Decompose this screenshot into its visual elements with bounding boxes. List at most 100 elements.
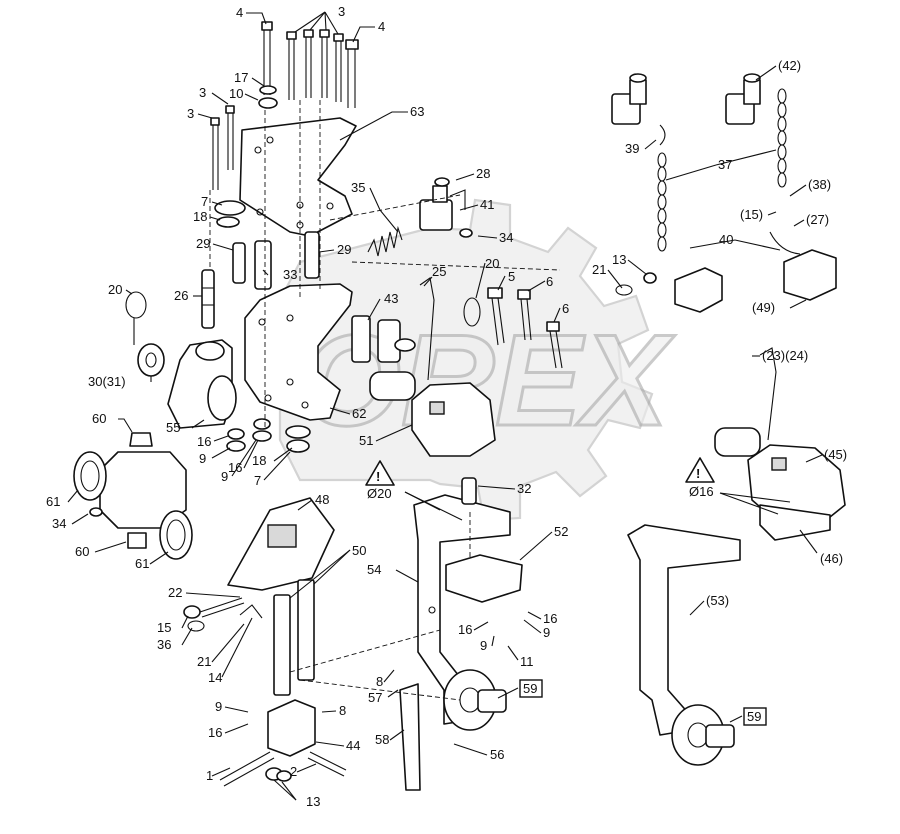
warning-triangle-1: ! xyxy=(365,460,395,486)
callout-label: 33 xyxy=(283,267,297,282)
warning-triangle-2: ! xyxy=(685,457,715,483)
callout-label: 3 xyxy=(187,106,194,121)
assembly-lines xyxy=(209,100,561,701)
callout-label: 55 xyxy=(166,420,180,435)
callout-label: 3 xyxy=(338,4,345,19)
callout-label: (27) xyxy=(806,212,829,227)
pin-group xyxy=(183,597,263,632)
callout-label: 43 xyxy=(384,291,398,306)
callout-label: 11 xyxy=(520,654,534,669)
top-bolts xyxy=(210,21,359,190)
callout-label: (42) xyxy=(778,58,801,73)
callout-label: (46) xyxy=(820,551,843,566)
callout-label: 9 xyxy=(221,469,228,484)
callout-label: 9 xyxy=(480,638,487,653)
callout-label: 56 xyxy=(490,747,504,762)
svg-text:!: ! xyxy=(696,466,700,481)
callout-label: 34 xyxy=(52,516,66,531)
callout-label: 32 xyxy=(517,481,531,496)
callout-label: 8 xyxy=(339,703,346,718)
warning-diameter-20: Ø20 xyxy=(367,486,392,501)
spacers-and-washers xyxy=(201,200,320,329)
callout-label: 36 xyxy=(157,637,171,652)
callout-label: 22 xyxy=(168,585,182,600)
callout-label: 4 xyxy=(378,19,385,34)
callout-label: 60 xyxy=(92,411,106,426)
bracket-54 xyxy=(399,477,523,791)
bracket-48 xyxy=(219,497,347,787)
callout-label: 20 xyxy=(485,256,499,271)
boxed-callout-59-right: 59 xyxy=(743,707,767,726)
callout-label: 10 xyxy=(229,86,243,101)
svg-text:!: ! xyxy=(376,469,380,484)
hub-left xyxy=(443,669,507,731)
callout-label: 17 xyxy=(234,70,248,85)
callout-label: 29 xyxy=(337,242,351,257)
spring-and-latch xyxy=(367,177,473,257)
callout-label: 9 xyxy=(215,699,222,714)
callout-label: 7 xyxy=(254,473,261,488)
callout-label: 4 xyxy=(236,5,243,20)
callout-label: 16 xyxy=(228,460,242,475)
callout-label: 52 xyxy=(554,524,568,539)
callout-label: 60 xyxy=(75,544,89,559)
boxed-callout-label: 59 xyxy=(523,681,537,696)
boxed-callout-label: 59 xyxy=(747,709,761,724)
callout-label: 26 xyxy=(174,288,188,303)
callout-label: 5 xyxy=(508,269,515,284)
callout-label: 8 xyxy=(376,674,383,689)
callout-label: 13 xyxy=(612,252,626,267)
boxed-callout-59-left: 59 xyxy=(519,679,543,698)
callout-label: 6 xyxy=(562,301,569,316)
callout-label: 16 xyxy=(197,434,211,449)
callout-label: 41 xyxy=(480,197,494,212)
callout-label: 20 xyxy=(108,282,122,297)
nuts-group-left xyxy=(226,418,311,453)
callout-label: 57 xyxy=(368,690,382,705)
callout-label: 2 xyxy=(290,764,297,779)
callout-label: (15) xyxy=(740,207,763,222)
callout-label: 14 xyxy=(208,670,222,685)
callout-label: 61 xyxy=(135,556,149,571)
clamp-45-46 xyxy=(714,347,846,541)
hub-right xyxy=(627,524,741,766)
callout-label: 13 xyxy=(306,794,320,809)
callout-label: 25 xyxy=(432,264,446,279)
plate-62 xyxy=(244,283,353,421)
callout-label: 21 xyxy=(592,262,606,277)
callout-label: 29 xyxy=(196,236,210,251)
callout-label: 58 xyxy=(375,732,389,747)
rod-43 xyxy=(351,315,416,363)
callout-label: 16 xyxy=(458,622,472,637)
callout-label: (23)(24) xyxy=(762,348,808,363)
plate-63 xyxy=(239,117,357,237)
callout-label: 16 xyxy=(208,725,222,740)
callout-label: 51 xyxy=(359,433,373,448)
callout-label: 9 xyxy=(199,451,206,466)
housing-60-61 xyxy=(73,432,193,560)
housing-55 xyxy=(125,291,237,429)
callout-label: 40 xyxy=(719,232,733,247)
callout-label: 61 xyxy=(46,494,60,509)
callout-label: 6 xyxy=(546,274,553,289)
chain-right xyxy=(777,88,787,188)
callout-label: 21 xyxy=(197,654,211,669)
callout-label: 28 xyxy=(476,166,490,181)
callout-label: 50 xyxy=(352,543,366,558)
callout-label: 44 xyxy=(346,738,360,753)
callout-label: 3 xyxy=(199,85,206,100)
leaders xyxy=(67,11,823,801)
callout-label: (49) xyxy=(752,300,775,315)
callout-label: (38) xyxy=(808,177,831,192)
callout-label: 34 xyxy=(499,230,513,245)
callout-label: 39 xyxy=(625,141,639,156)
watermark-gear xyxy=(278,198,654,522)
callout-label: 62 xyxy=(352,406,366,421)
callout-label: 54 xyxy=(367,562,381,577)
warning-diameter-16: Ø16 xyxy=(689,484,714,499)
callout-label: (45) xyxy=(824,447,847,462)
callout-label: 30(31) xyxy=(88,374,126,389)
callout-label: 35 xyxy=(351,180,365,195)
callout-label: 15 xyxy=(157,620,171,635)
chain-assembly xyxy=(611,73,837,313)
